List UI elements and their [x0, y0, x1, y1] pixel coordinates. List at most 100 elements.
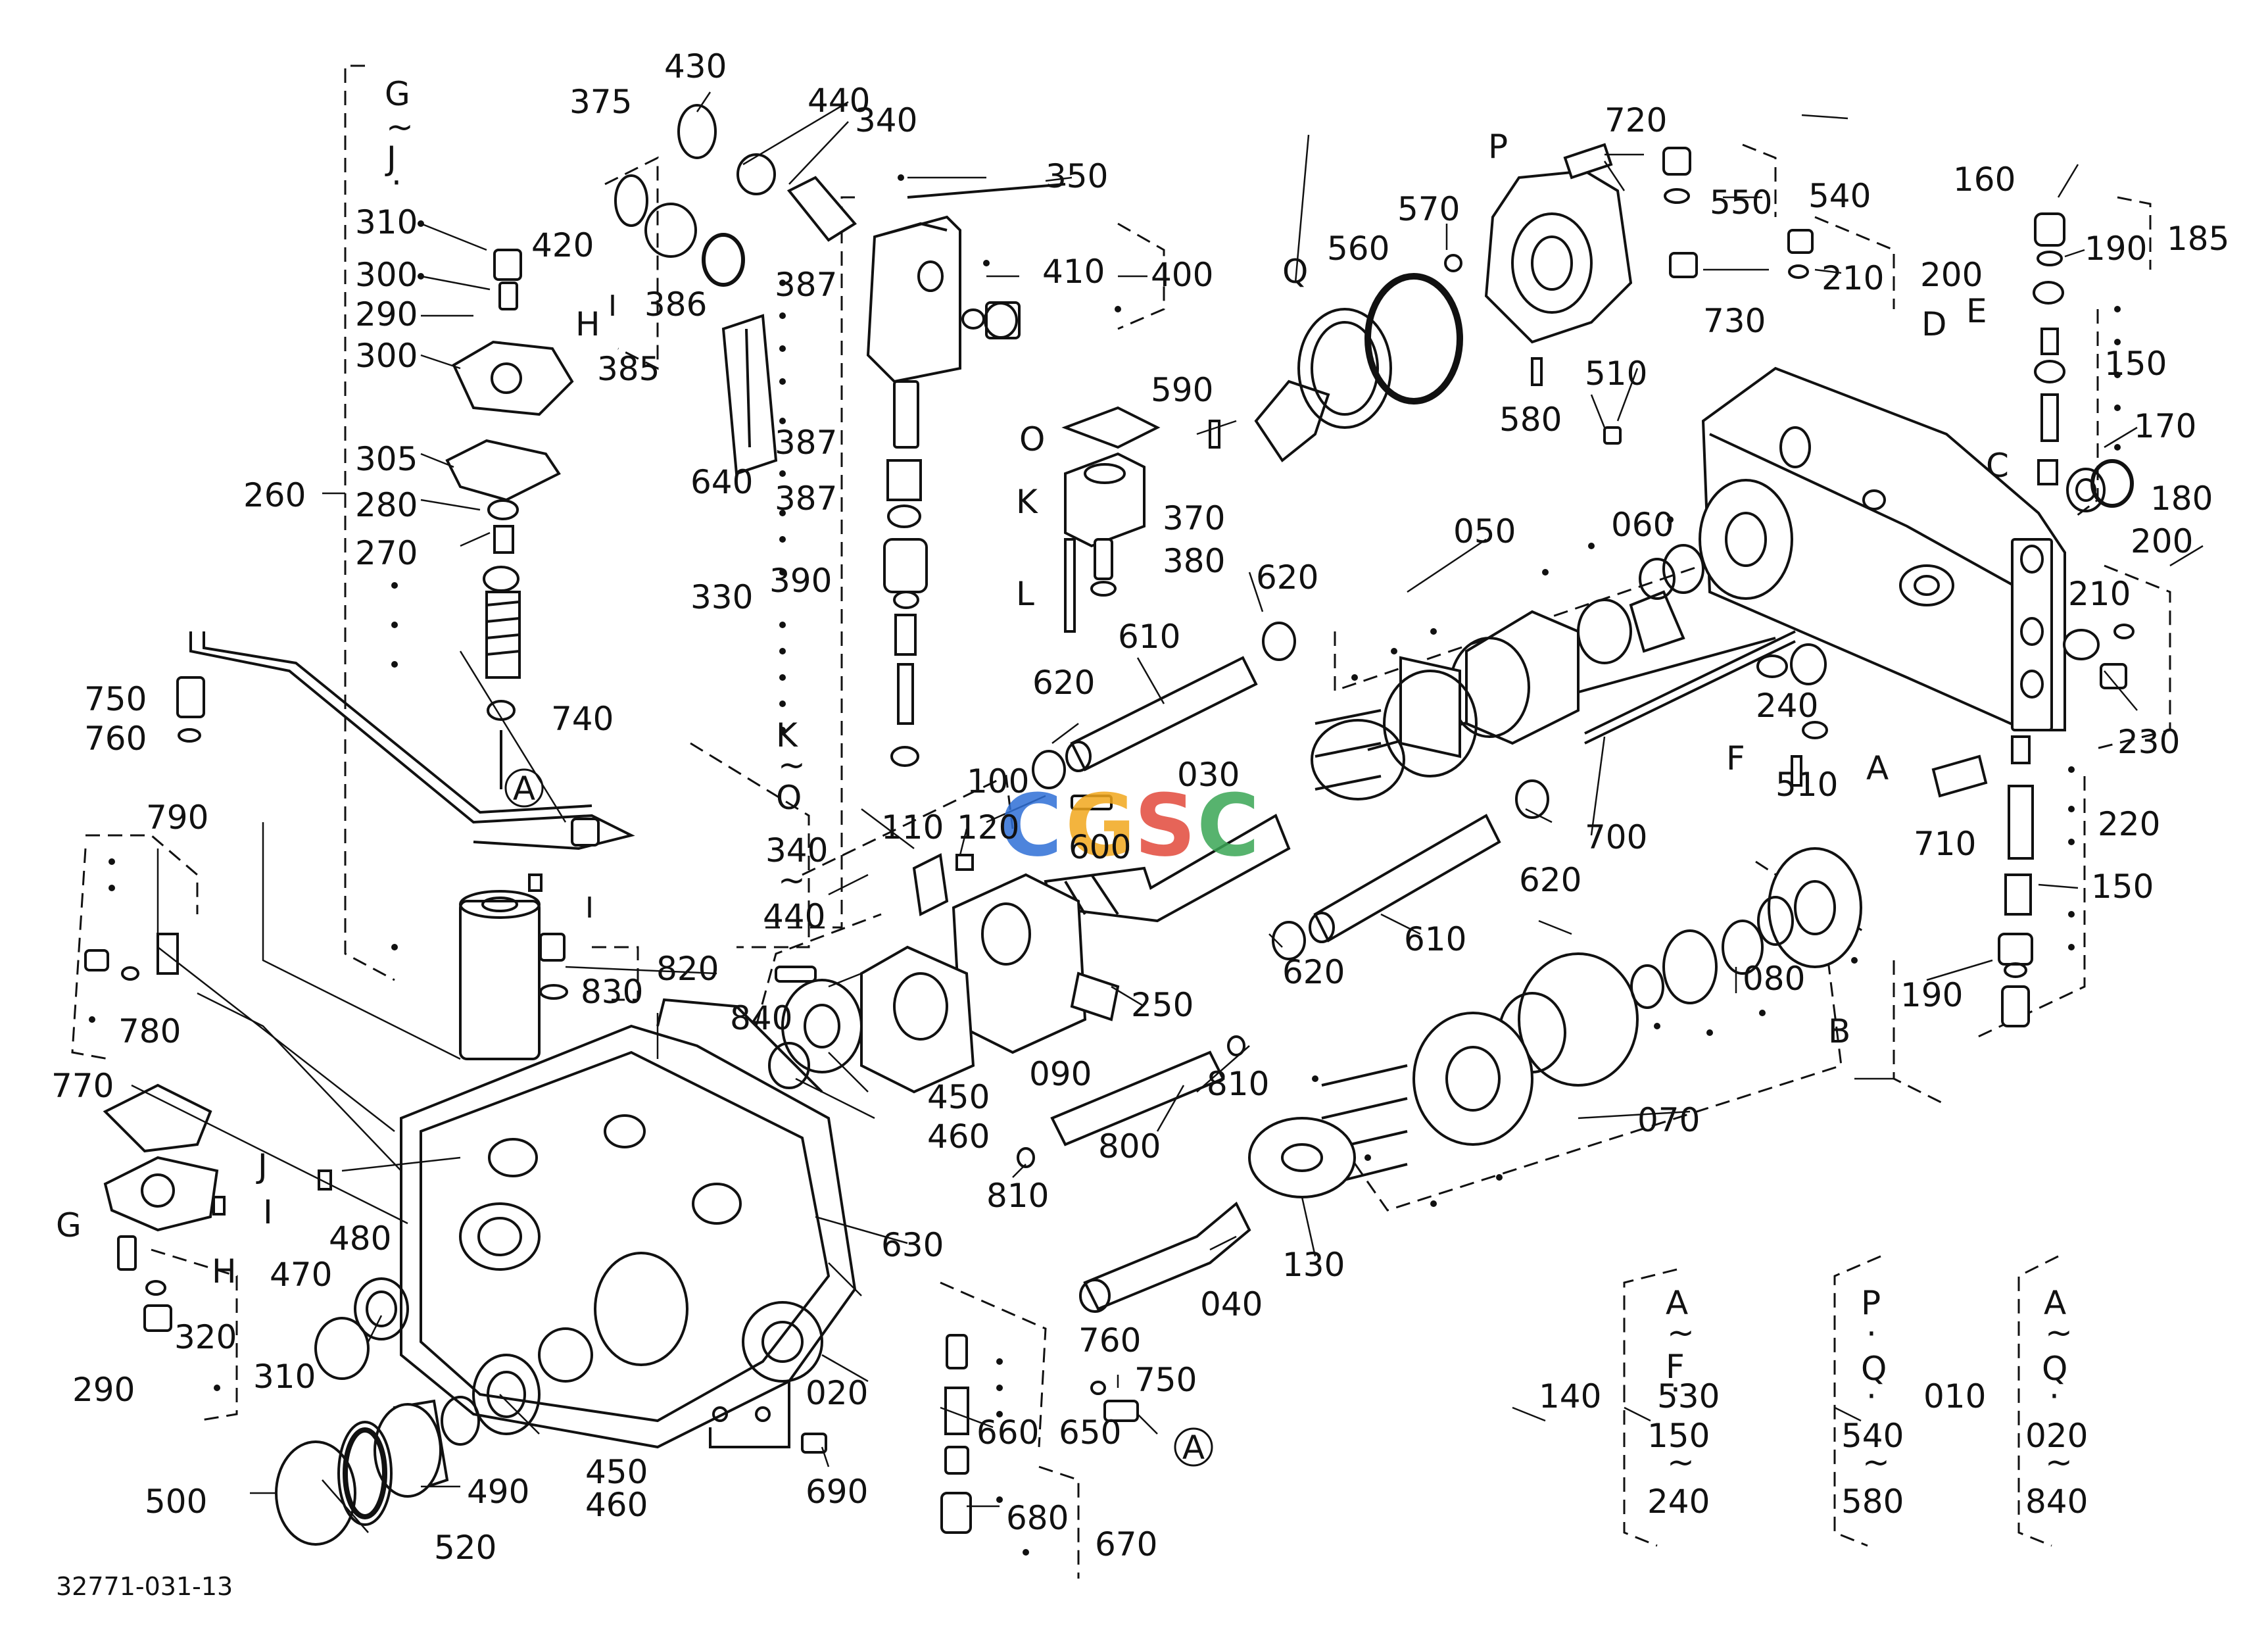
group-label: G: [385, 75, 410, 113]
part-label: 300: [355, 256, 418, 294]
part-label: 530: [1657, 1377, 1720, 1415]
part-label: I: [585, 891, 594, 925]
part-label: 520: [434, 1529, 496, 1567]
group-label: ·: [1670, 1371, 1681, 1409]
part-label: 760: [84, 720, 147, 758]
part-label: 580: [1499, 401, 1562, 439]
group-label: A: [2044, 1284, 2066, 1322]
transmission-housing: [400, 998, 857, 1449]
part-label: 810: [1207, 1065, 1269, 1103]
part-label: 640: [690, 463, 753, 501]
part-label: 386: [644, 285, 707, 324]
part-label: 470: [270, 1256, 332, 1294]
part-label: O: [1019, 420, 1045, 458]
part-label: F: [1726, 739, 1745, 777]
part-label: 800: [1098, 1127, 1161, 1166]
part-label: 430: [664, 47, 727, 86]
svg-text:C: C: [1000, 775, 1062, 875]
part-label: 450: [927, 1078, 990, 1116]
group-label: 340: [765, 831, 828, 870]
group-label: ·: [1866, 1377, 1877, 1415]
right-valve-body: [1701, 366, 2066, 731]
part-label: D: [1921, 305, 1947, 343]
part-label: 650: [1059, 1413, 1121, 1452]
group-label: ~: [386, 108, 414, 146]
part-label: 460: [927, 1118, 990, 1156]
part-label: 030: [1177, 756, 1240, 794]
part-label: 190: [1900, 976, 1963, 1014]
part-label: 630: [881, 1226, 944, 1264]
part-label: 480: [329, 1219, 391, 1258]
circle-a-label: A: [513, 770, 535, 808]
part-label: 185: [2167, 220, 2229, 258]
part-label: 270: [355, 534, 418, 572]
part-label: H: [575, 305, 600, 343]
part-label: 305: [355, 440, 418, 478]
group-label: ·: [2049, 1377, 2060, 1415]
part-label: 570: [1397, 190, 1460, 228]
watermark: C G S C: [1000, 775, 1259, 875]
part-label: 510: [1775, 766, 1838, 804]
group-label: 580: [1841, 1483, 1904, 1521]
part-label: 760: [1078, 1321, 1141, 1360]
part-label: 420: [531, 226, 594, 264]
part-label: G: [56, 1206, 82, 1244]
shafts-and-tubes: [1017, 622, 1796, 1313]
part-label: I: [263, 1193, 273, 1231]
part-label: 387: [775, 479, 837, 518]
leader-lines: [131, 91, 2204, 1533]
part-label: 490: [467, 1473, 529, 1511]
part-label: 170: [2134, 407, 2196, 445]
part-label: J: [256, 1147, 268, 1185]
group-label: O: [776, 779, 802, 817]
part-label: 700: [1585, 818, 1647, 856]
part-label: H: [212, 1252, 237, 1291]
part-label: C: [1986, 447, 2009, 485]
svg-text:S: S: [1134, 775, 1196, 875]
part-label: 290: [72, 1371, 135, 1409]
part-label: 620: [1282, 953, 1345, 991]
part-label: L: [1016, 575, 1034, 613]
part-label: 350: [1046, 157, 1108, 195]
part-label: 200: [1920, 256, 1983, 294]
part-label: 820: [656, 950, 719, 988]
part-label: 770: [51, 1067, 114, 1105]
part-label: 670: [1095, 1525, 1157, 1563]
pump-p-q: [1209, 143, 1814, 462]
part-label: 590: [1151, 371, 1213, 409]
part-labels: 430 440 340 375 350 420 386 385 387 387 …: [51, 47, 2229, 1601]
group-label: J: [385, 139, 397, 178]
part-label: 390: [769, 562, 832, 600]
drawing-number: 32771-031-13: [56, 1572, 233, 1601]
circle-a-label: A: [1182, 1429, 1205, 1467]
valve-stack-left: [445, 249, 574, 1060]
part-label: 330: [690, 578, 753, 616]
part-label: 010: [1923, 1377, 1986, 1415]
part-label: 600: [1069, 828, 1131, 866]
group-label: ~: [1667, 1443, 1695, 1481]
part-label: 620: [1032, 664, 1095, 702]
part-label: 100: [967, 762, 1029, 800]
part-label: 540: [1808, 177, 1871, 215]
part-label: 160: [1953, 160, 2015, 199]
group-label: 020: [2025, 1417, 2088, 1455]
part-label: 550: [1710, 184, 1772, 222]
part-label: 620: [1519, 861, 1581, 899]
group-label: P: [1861, 1284, 1881, 1322]
part-label: 380: [1163, 542, 1225, 580]
rotating-group-070: [1321, 847, 1862, 1185]
group-label: 440: [763, 897, 825, 935]
circled-reference-a-bottom: A: [1174, 1427, 1213, 1467]
part-label: 510: [1585, 355, 1647, 393]
part-label: 150: [2104, 345, 2167, 383]
part-label: 230: [2117, 723, 2180, 761]
gear-group-090: [768, 795, 1120, 1094]
part-label: 150: [2091, 868, 2154, 906]
group-label: ~: [1862, 1443, 1890, 1481]
parts-k-l-o: [1061, 406, 1161, 633]
group-label: Q: [2042, 1350, 2067, 1388]
part-label: 730: [1703, 302, 1766, 340]
group-label: 240: [1647, 1483, 1710, 1521]
part-label: 020: [806, 1374, 868, 1412]
part-label: 840: [730, 999, 792, 1037]
